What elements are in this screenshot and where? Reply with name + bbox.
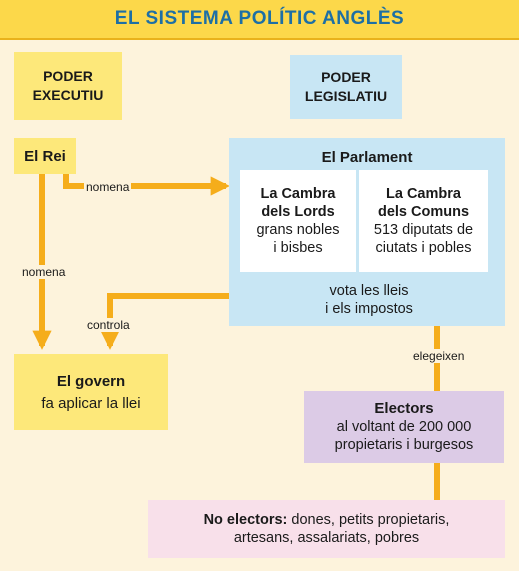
commons-line2: dels Comuns xyxy=(377,204,470,220)
non-electors-box: No electors: dones, petits propietaris, … xyxy=(148,500,505,558)
legislative-power-box: PODER LEGISLATIU xyxy=(290,55,402,119)
lords-line4: i bisbes xyxy=(273,240,323,256)
executive-power-box: PODER EXECUTIU xyxy=(14,52,122,120)
legislative-line2: LEGISLATIU xyxy=(304,88,388,104)
non-electors-line1-rest: dones, petits propietaris, xyxy=(287,512,450,528)
label-elegeixen: elegeixen xyxy=(411,349,467,363)
votes-line1: vota les lleis xyxy=(329,283,409,299)
electors-line3: propietaris i burgesos xyxy=(334,437,474,453)
arrow-king-to-lords xyxy=(63,173,230,196)
parliament-box: El Parlament La Cambra dels Lords grans … xyxy=(229,138,505,326)
king-box: El Rei xyxy=(14,138,76,174)
house-of-lords-box: La Cambra dels Lords grans nobles i bisb… xyxy=(240,170,356,272)
lords-line1: La Cambra xyxy=(260,186,336,202)
non-electors-label: No electors: xyxy=(203,512,288,528)
government-title: El govern xyxy=(56,372,126,390)
label-nomena-lords: nomena xyxy=(84,180,132,194)
government-box: El govern fa aplicar la llei xyxy=(14,354,168,430)
votes-line2: i els impostos xyxy=(325,301,413,317)
house-of-commons-box: La Cambra dels Comuns 513 diputats de ci… xyxy=(356,170,488,272)
commons-line4: ciutats i pobles xyxy=(375,240,472,256)
label-nomena-government: nomena xyxy=(20,265,68,279)
lords-line3: grans nobles xyxy=(256,222,340,238)
parliament-votes: vota les lleis i els impostos xyxy=(269,282,469,318)
commons-line1: La Cambra xyxy=(386,186,461,202)
commons-line3: 513 diputats de xyxy=(373,222,474,238)
label-controla: controla xyxy=(85,318,132,332)
government-subtitle: fa aplicar la llei xyxy=(41,394,141,412)
king-label: El Rei xyxy=(24,147,66,165)
electors-line2: al voltant de 200 000 xyxy=(336,419,472,435)
parliament-title: El Parlament xyxy=(321,149,413,166)
executive-line1: PODER xyxy=(43,68,93,84)
non-electors-line1: No electors: dones, petits propietaris, xyxy=(204,511,450,529)
electors-title: Electors xyxy=(374,400,434,417)
title-divider xyxy=(0,38,519,40)
legislative-line1: PODER xyxy=(321,69,371,85)
lords-line2: dels Lords xyxy=(261,204,335,220)
page-title: EL SISTEMA POLÍTIC ANGLÈS xyxy=(0,0,519,38)
non-electors-line2: artesans, assalariats, pobres xyxy=(233,530,420,546)
executive-line2: EXECUTIU xyxy=(32,87,104,103)
electors-box: Electors al voltant de 200 000 propietar… xyxy=(304,391,504,463)
